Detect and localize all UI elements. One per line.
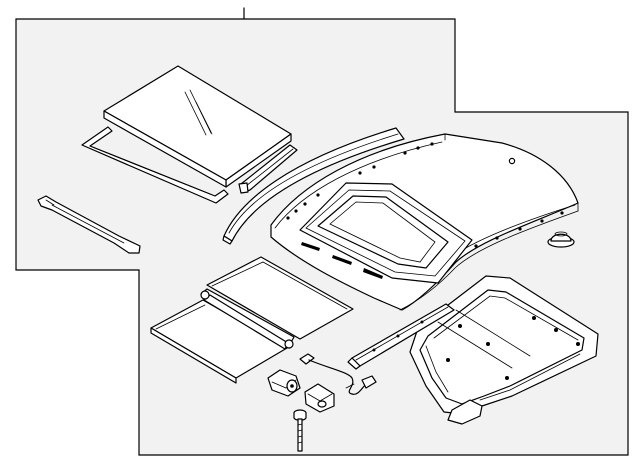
glass-panel-icon	[103, 65, 292, 188]
frame-icon	[409, 275, 599, 425]
sunshade-icon	[150, 256, 354, 384]
rail-icon	[347, 303, 455, 370]
motor-bracket-icon	[304, 383, 335, 413]
deflector-strip-icon	[222, 127, 405, 245]
roof-panel-icon	[270, 133, 579, 311]
grommet-icon	[547, 231, 575, 248]
short-seal-icon	[238, 144, 298, 194]
harness-icon	[299, 353, 377, 395]
bolt-icon	[293, 409, 307, 452]
bracket-icon	[37, 195, 141, 254]
motor-icon	[267, 369, 301, 397]
seal-strip-icon	[81, 126, 229, 204]
